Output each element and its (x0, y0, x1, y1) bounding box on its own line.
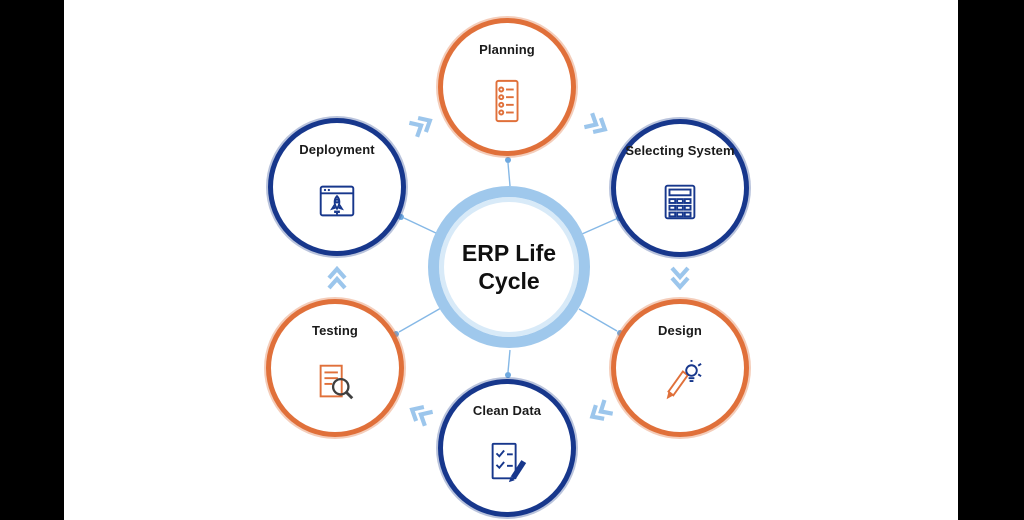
node-label: Clean Data (472, 403, 542, 418)
flow-chevron-icon (669, 265, 691, 291)
node-clean-data: Clean Data (438, 379, 576, 517)
node-label: Testing (312, 323, 358, 338)
flow-chevron-icon (403, 398, 436, 430)
node-label: Selecting System (625, 143, 735, 158)
node-testing: Testing (266, 299, 404, 437)
flow-chevron-icon (583, 396, 617, 428)
flow-chevron-icon (326, 265, 348, 291)
planning-checklist-icon (484, 57, 530, 151)
diagram-title: ERP Life Cycle (461, 239, 557, 294)
node-selecting-system: Selecting System (611, 119, 749, 257)
flow-chevron-icon (580, 109, 613, 141)
center-hub: ERP Life Cycle (428, 186, 590, 348)
node-planning: Planning (438, 18, 576, 156)
deployment-browser-rocket-icon (314, 157, 360, 251)
clean-data-document-pencil-icon (484, 418, 530, 512)
right-black-bar (958, 0, 1024, 520)
left-black-bar (0, 0, 64, 520)
node-design: Design (611, 299, 749, 437)
node-label: Planning (479, 42, 535, 57)
flow-chevron-icon (405, 109, 438, 141)
node-deployment: Deployment (268, 118, 406, 256)
node-label: Deployment (299, 142, 375, 157)
node-label: Design (658, 323, 702, 338)
testing-document-magnifier-icon (312, 338, 358, 432)
selecting-system-keypad-icon (657, 158, 703, 252)
design-pencil-lightbulb-icon (657, 338, 703, 432)
